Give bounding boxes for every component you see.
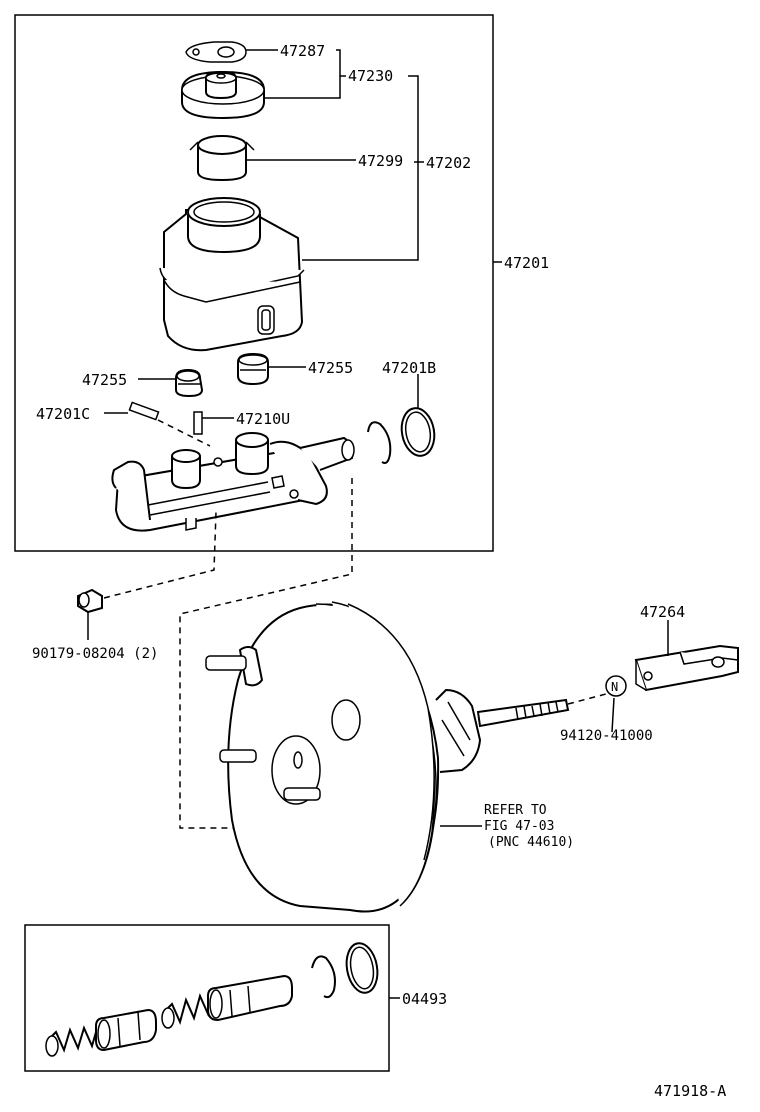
label-94120: 94120-41000 — [560, 728, 653, 744]
align-line-rod — [567, 693, 607, 705]
label-47287: 47287 — [280, 42, 325, 60]
piston-right — [207, 974, 293, 1022]
pin-47201C — [128, 401, 160, 421]
brake-booster — [205, 601, 482, 913]
refer-line-3: (PNC 44610) — [488, 835, 574, 850]
label-47255-right: 47255 — [308, 359, 353, 377]
leader-47202 — [302, 75, 424, 261]
refer-line-1: REFER TO — [484, 803, 547, 818]
o-ring-kit — [345, 942, 379, 994]
label-47202: 47202 — [426, 154, 471, 172]
label-47230: 47230 — [348, 67, 393, 85]
snap-ring — [367, 421, 392, 464]
spring-left — [45, 1025, 97, 1057]
clevis-47264 — [634, 644, 739, 692]
nut-90179 — [77, 588, 103, 614]
refer-line-2: FIG 47-03 — [484, 819, 554, 834]
label-47264: 47264 — [640, 603, 685, 621]
piston-left — [95, 1008, 157, 1052]
leader-94120 — [611, 697, 615, 733]
strainer-47299 — [189, 135, 255, 182]
label-47255-left: 47255 — [82, 371, 127, 389]
pin-47210U — [193, 411, 203, 435]
label-47201: 47201 — [504, 254, 549, 272]
leader-47230-bracket — [336, 49, 341, 76]
align-line-nut — [103, 511, 217, 599]
figure-id: 471918-A — [654, 1082, 726, 1100]
spring-middle — [161, 993, 213, 1029]
gasket-47287 — [185, 41, 247, 63]
reservoir-cap-47230 — [181, 70, 265, 120]
label-04493: 04493 — [402, 990, 447, 1008]
grommet-47255-right — [237, 352, 269, 386]
o-ring-47201B — [400, 407, 436, 457]
push-rod — [476, 698, 570, 728]
reservoir-47202 — [159, 197, 305, 352]
label-47201C: 47201C — [36, 405, 90, 423]
leader-47230 — [264, 75, 346, 99]
label-90179: 90179-08204 (2) — [32, 646, 158, 662]
label-47201B: 47201B — [382, 359, 436, 377]
snap-ring-kit — [311, 955, 336, 999]
master-cylinder-frame — [14, 14, 494, 552]
master-cylinder-body — [111, 432, 355, 532]
label-47210U: 47210U — [236, 410, 290, 428]
label-47299: 47299 — [358, 152, 403, 170]
align-line-pin — [157, 419, 211, 447]
nut-symbol: N — [611, 680, 618, 694]
grommet-47255-left — [175, 368, 204, 398]
align-line-stud — [179, 478, 353, 829]
clevis-nut — [605, 675, 627, 697]
